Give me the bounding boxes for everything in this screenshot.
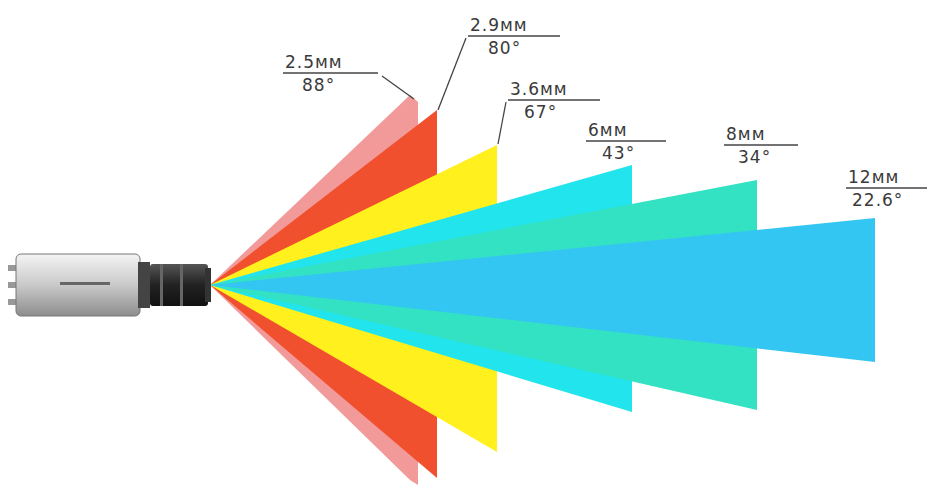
leader-lines bbox=[283, 36, 927, 188]
focal-length-label: 12мм bbox=[848, 167, 899, 187]
focal-length-label: 2.9мм bbox=[470, 15, 528, 35]
focal-length-label: 6мм bbox=[588, 120, 627, 140]
angle-label: 22.6° bbox=[852, 190, 903, 210]
camera bbox=[8, 254, 211, 316]
focal-length-label: 2.5мм bbox=[285, 52, 343, 72]
cone-12mm bbox=[210, 218, 875, 362]
angle-label: 80° bbox=[488, 38, 521, 58]
angle-label: 43° bbox=[602, 143, 635, 163]
focal-length-label: 3.6мм bbox=[510, 79, 568, 99]
angle-label: 88° bbox=[302, 75, 335, 95]
angle-label: 34° bbox=[738, 147, 771, 167]
focal-length-label: 8мм bbox=[726, 124, 765, 144]
angle-label: 67° bbox=[524, 102, 557, 122]
